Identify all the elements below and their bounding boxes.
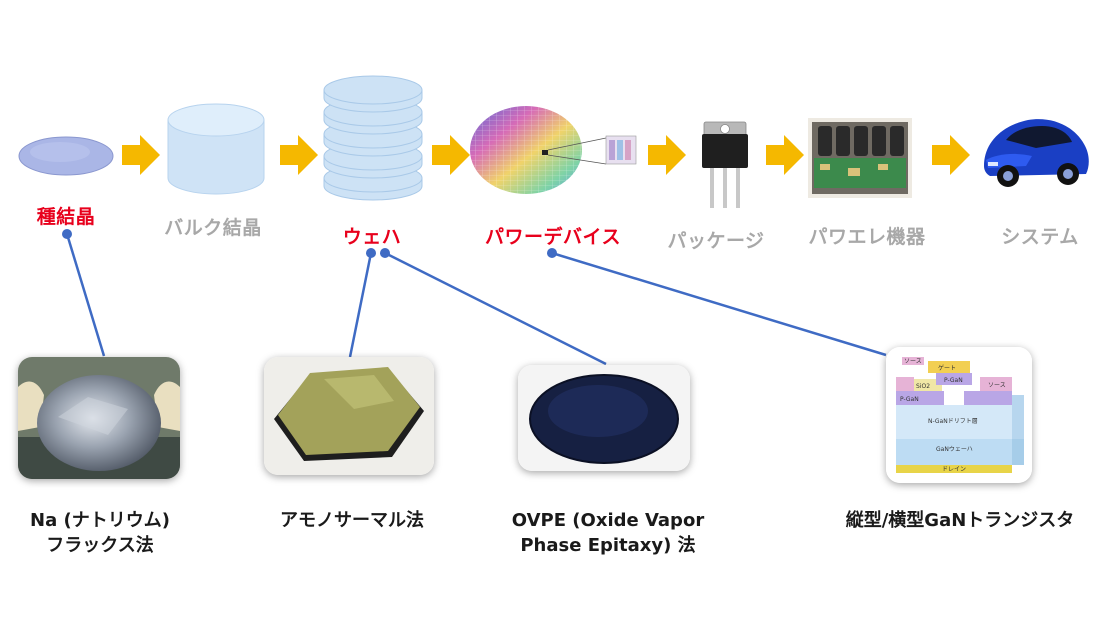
- method-label-line: Na (ナトリウム): [30, 510, 170, 531]
- step-label-seed-crystal: 種結晶: [36, 206, 96, 228]
- ovpe-wafer-photo: [518, 365, 690, 471]
- label-oxide: SiO2: [916, 383, 930, 390]
- step-label-power-device: パワーデバイス: [485, 226, 621, 248]
- method-label-gan-transistor: 縦型/横型GaNトランジスタ: [846, 508, 1075, 533]
- method-label-line: Phase Epitaxy) 法: [520, 535, 696, 556]
- package-icon: [702, 121, 748, 208]
- bulk-crystal-icon: [167, 103, 265, 195]
- label-drain: ドレイン: [942, 466, 966, 473]
- label-p-gan-upper: P-GaN: [944, 377, 963, 384]
- connector-dot-device: [547, 248, 557, 258]
- method-label-line: 縦型/横型GaNトランジスタ: [845, 510, 1075, 531]
- step-label-system: システム: [1001, 226, 1079, 248]
- arrow-icon: [432, 135, 470, 175]
- arrow-icon: [122, 135, 160, 175]
- method-label-ovpe: OVPE (Oxide Vapor Phase Epitaxy) 法: [512, 508, 704, 558]
- label-p-gan-lower: P-GaN: [900, 396, 919, 403]
- car-icon: [984, 119, 1089, 187]
- connector-wafer-ammono: [348, 252, 373, 358]
- arrow-icon: [648, 135, 686, 175]
- step-label-package: パッケージ: [667, 230, 765, 252]
- connector-dot-wafer-a: [366, 248, 376, 258]
- connector-wafer-ovpe: [384, 251, 607, 366]
- step-label-bulk-crystal: バルク結晶: [164, 217, 262, 239]
- label-source-top: ソース: [904, 358, 922, 365]
- method-label-na-flux: Na (ナトリウム) フラックス法: [30, 508, 170, 558]
- na-flux-crystal-photo: [18, 357, 180, 479]
- label-gan-substrate: GaNウェーハ: [936, 445, 973, 453]
- step-label-wafer: ウェハ: [342, 226, 402, 248]
- power-module-icon: [808, 118, 912, 198]
- gan-transistor-cross-section: ソース ゲート ソース SiO2 P-GaN P-GaN N-GaNドリフト層 …: [886, 347, 1032, 483]
- method-label-line: アモノサーマル法: [280, 510, 424, 531]
- label-gate: ゲート: [938, 364, 956, 372]
- device-wafer-icon: [470, 106, 637, 194]
- arrow-icon: [932, 135, 970, 175]
- step-label-power-electronics: パワエレ機器: [808, 226, 926, 248]
- connector-device-transistor: [551, 251, 887, 357]
- method-label-line: OVPE (Oxide Vapor: [511, 510, 705, 531]
- connector-seed-naflux: [65, 233, 106, 357]
- arrow-icon: [766, 135, 804, 175]
- method-label-line: フラックス法: [46, 535, 154, 556]
- method-label-ammonothermal: アモノサーマル法: [280, 508, 424, 533]
- connector-dot-seed: [62, 229, 72, 239]
- connector-dot-wafer-b: [380, 248, 390, 258]
- arrow-icon: [280, 135, 318, 175]
- wafer-stack-icon: [323, 75, 423, 201]
- label-drift-layer: N-GaNドリフト層: [928, 418, 978, 425]
- ammonothermal-wafer-photo: [264, 357, 434, 475]
- label-source-right: ソース: [988, 382, 1006, 389]
- seed-crystal-icon: [18, 136, 114, 176]
